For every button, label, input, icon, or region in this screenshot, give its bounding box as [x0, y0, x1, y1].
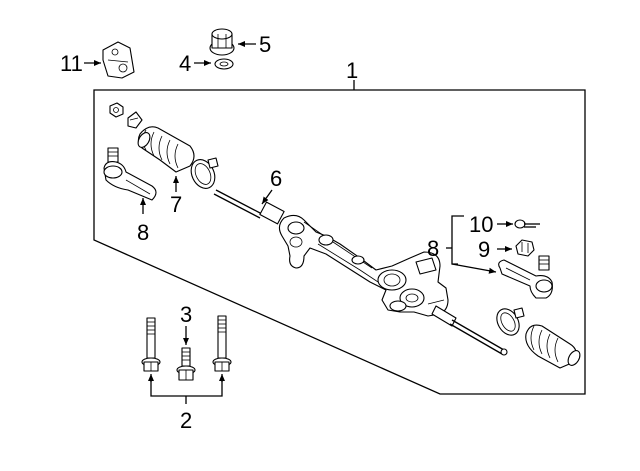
bracket-8-right — [451, 215, 464, 265]
callout-10: 10 — [469, 212, 493, 237]
part-boot-clip-small — [127, 111, 143, 129]
part-11-bracket — [102, 41, 135, 79]
part-3-bolt — [176, 347, 196, 381]
part-4-washer — [214, 58, 234, 70]
assembly-panel-outline — [93, 89, 586, 395]
part-8-tie-rod-end-left — [103, 147, 157, 201]
callout-8-right: 8 — [427, 236, 439, 261]
part-10-cotter-pin — [514, 219, 540, 229]
part-7-boot-left — [137, 126, 195, 173]
leader-8-right — [451, 263, 497, 274]
callout-7: 7 — [170, 192, 182, 217]
part-5-nut — [209, 28, 235, 56]
part-nut-small — [109, 102, 124, 118]
callout-3: 3 — [180, 302, 192, 327]
part-8-tie-rod-end-right — [498, 255, 553, 299]
part-1-steering-rack-housing — [278, 214, 508, 356]
callout-4: 4 — [179, 51, 191, 76]
callout-5: 5 — [259, 32, 271, 57]
callout-6: 6 — [270, 166, 282, 191]
callout-1: 1 — [346, 58, 358, 83]
part-boot-clamp — [190, 157, 219, 189]
callout-9: 9 — [478, 237, 490, 262]
part-9-castle-nut — [515, 239, 535, 257]
part-2-bolt-right — [212, 315, 232, 372]
leader-6 — [261, 189, 273, 205]
bracket-2 — [150, 380, 223, 397]
callout-8-left: 8 — [137, 220, 149, 245]
part-6-inner-tie-rod — [213, 189, 285, 225]
part-boot-clamp-right — [496, 307, 525, 336]
part-2-bolt-left — [141, 317, 161, 372]
callout-2: 2 — [180, 408, 192, 433]
part-boot-right — [525, 324, 581, 369]
callout-11: 11 — [60, 51, 83, 76]
